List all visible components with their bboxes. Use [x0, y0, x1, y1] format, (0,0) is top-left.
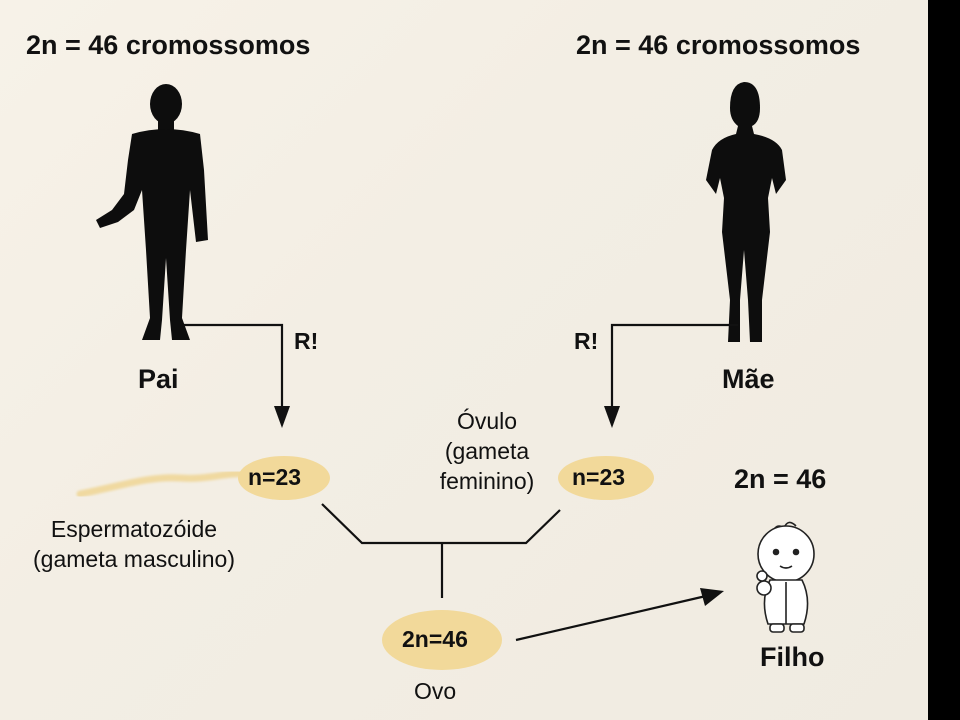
development-arrow-head — [700, 588, 724, 606]
father-meiosis-label: R! — [294, 328, 319, 354]
zygote-chromosome-count: 2n=46 — [402, 626, 468, 652]
father-label: Pai — [138, 364, 179, 394]
mother-meiosis-line — [610, 323, 738, 410]
zygote-cell — [382, 610, 502, 670]
mother-meiosis-label: R! — [574, 328, 599, 354]
arrowheads — [274, 406, 724, 606]
right-border — [928, 0, 960, 720]
egg-chromosome-count: n=23 — [572, 464, 626, 490]
sperm-cell — [238, 456, 330, 500]
child-figure — [756, 521, 815, 633]
sperm-caption-line2: (gameta masculino) — [33, 546, 235, 572]
egg-caption-line3: feminino) — [439, 468, 535, 494]
diagram-graphics — [76, 82, 815, 670]
father-chromosome-count: 2n = 46 cromossomos — [26, 30, 311, 60]
connector-lines — [184, 323, 738, 642]
egg-caption-line2: (gameta — [444, 438, 530, 464]
child-chromosome-count: 2n = 46 — [734, 464, 827, 494]
father-meiosis-line — [184, 323, 284, 410]
development-line — [515, 594, 707, 642]
fertilization-line-left — [321, 503, 442, 545]
mother-arrow-head — [604, 406, 620, 428]
egg-caption-line1: Óvulo — [456, 408, 518, 434]
diagram-canvas: 2n = 46 cromossomos 2n = 46 cromossomos … — [0, 0, 928, 720]
mother-chromosome-count: 2n = 46 cromossomos — [576, 30, 861, 60]
sperm-chromosome-count: n=23 — [248, 464, 302, 490]
egg-caption: Óvulo (gameta feminino) — [426, 406, 548, 496]
sperm-caption-line1: Espermatozóide — [50, 516, 218, 542]
zygote-label: Ovo — [414, 678, 457, 704]
sperm-tail — [76, 470, 252, 498]
child-label: Filho — [760, 642, 825, 672]
father-silhouette — [96, 84, 208, 340]
fertilization-line-right — [442, 509, 561, 545]
father-arrow-head — [274, 406, 290, 428]
mother-label: Mãe — [722, 364, 775, 394]
sperm-caption: Espermatozóide (gameta masculino) — [8, 514, 260, 574]
egg-cell — [558, 456, 654, 500]
mother-silhouette — [706, 82, 786, 342]
